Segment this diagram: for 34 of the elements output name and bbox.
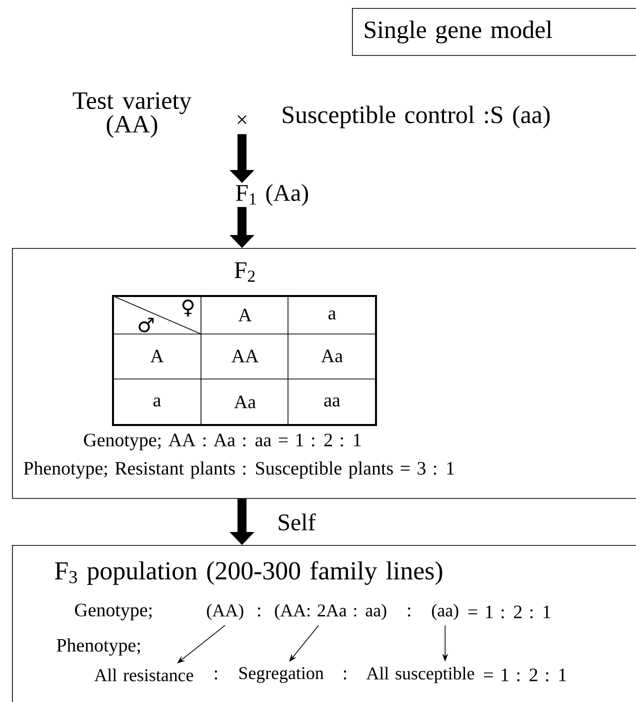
text-label: (aa) [432, 604, 458, 620]
heading: F$_{2}$ [234, 262, 255, 282]
text-label: (AA) [206, 604, 244, 620]
text-label: All susceptible [366, 666, 474, 684]
text-label: = 1 : 2 : 1 [484, 668, 566, 682]
cross-symbol: × [238, 115, 246, 124]
text-label: : [258, 607, 260, 617]
text-label: F$_{1}$ (Aa) [236, 184, 308, 206]
edge-label: Self [276, 512, 317, 532]
text-line: Genotype; [74, 604, 152, 620]
text-label: = 1 : 2 : 1 [468, 606, 550, 618]
text-label: : [408, 607, 410, 617]
text-label: (AA: 2Aa : aa) [274, 604, 386, 620]
text-label: Segregation [239, 667, 324, 683]
text-label: : [344, 670, 346, 680]
table-cell: A [150, 350, 164, 362]
text-label: Susceptible control :S (aa) [282, 106, 550, 128]
table-cell: aa [324, 397, 340, 407]
text-line: Phenotype; [56, 638, 140, 656]
title-text: Single gene model [364, 20, 552, 44]
male-symbol: ♂ [138, 318, 154, 332]
table-cell: Aa [321, 350, 343, 362]
table-cell: a [153, 397, 161, 407]
text-label: : [214, 670, 218, 680]
table-cell: Aa [234, 396, 256, 408]
female-symbol: ♀ [182, 299, 194, 317]
table-cell: A [238, 308, 252, 322]
text-label: All resistance [94, 668, 194, 682]
heading: F$_{3}$ population (200-300 family lines) [54, 561, 442, 585]
table-cell: a [328, 310, 336, 320]
text-label: Test variety (AA) [72, 92, 192, 138]
text-line: Genotype; AA : Aa : aa = 1 : 2 : 1 [84, 434, 361, 450]
text-line: Phenotype; Resistant plants : Susceptible plants = 3 : 1 [24, 461, 454, 479]
table-cell: AA [232, 350, 259, 362]
